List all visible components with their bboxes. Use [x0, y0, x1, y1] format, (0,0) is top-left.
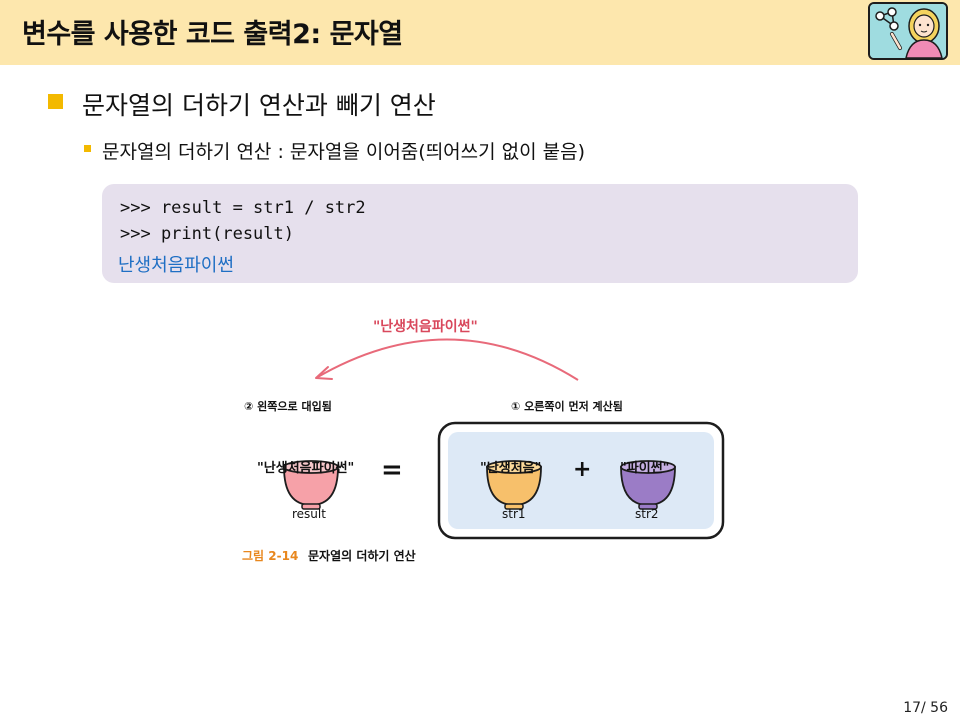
str1-bowl-label: "난생처음" [480, 461, 542, 476]
str2-bowl-icon [620, 460, 676, 510]
figure-graphics [283, 338, 725, 540]
figure-caption: 문자열의 더하기 연산 [308, 549, 416, 563]
level2-bullet [84, 145, 91, 152]
arrow-head-icon [315, 366, 333, 380]
str1-bowl-icon [486, 460, 542, 510]
code-line: >>> result = str1 / str2 [120, 198, 366, 218]
figure-number: 그림 2-14 [242, 549, 299, 563]
plus-sign: + [573, 457, 592, 482]
level1-bullet [48, 94, 63, 109]
page-number: 17/ 56 [903, 700, 948, 716]
code-block: >>> result = str1 / str2 >>> print(resul… [102, 184, 858, 283]
left-caption: ② 왼쪽으로 대입됨 [244, 400, 332, 413]
equals-sign: = [381, 455, 403, 485]
assign-arrow [315, 338, 579, 381]
title-bar: 변수를 사용한 코드 출력2: 문자열 [0, 0, 960, 65]
result-bowl-label: "난생처음파이썬" [257, 461, 355, 476]
presenter-illustration [868, 2, 948, 60]
right-caption: ① 오른쪽이 먼저 계산됨 [511, 400, 623, 413]
result-bowl-icon [283, 460, 339, 510]
str1-variable-name: str1 [502, 507, 526, 521]
level2-bullet-text: 문자열의 더하기 연산 : 문자열을 이어줌(띄어쓰기 없이 붙음) [102, 141, 586, 163]
result-variable-name: result [292, 507, 326, 521]
str2-variable-name: str2 [635, 507, 659, 521]
presenter-icon [870, 4, 946, 58]
code-output: 난생처음파이썬 [118, 255, 234, 276]
concat-result-label: "난생처음파이썬" [373, 319, 478, 335]
level1-bullet-text: 문자열의 더하기 연산과 빼기 연산 [82, 91, 436, 120]
code-line: >>> print(result) [120, 224, 294, 244]
string-concat-figure: "난생처음파이썬" ② 왼쪽으로 대입됨 ① 오른쪽이 먼저 계산됨 "난생처음… [230, 310, 740, 570]
str2-bowl-label: "파이썬" [620, 461, 670, 476]
slide-title: 변수를 사용한 코드 출력2: 문자열 [22, 19, 403, 50]
